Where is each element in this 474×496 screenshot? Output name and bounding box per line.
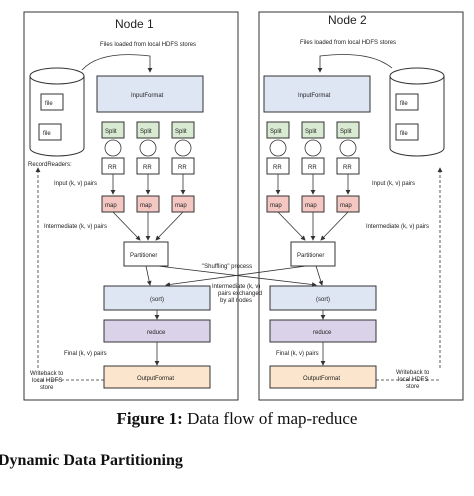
node2-file-box-2 — [395, 123, 419, 141]
node2-split-2 — [301, 121, 325, 139]
node2-files-loaded-label: Files loaded from local HDFS stores — [300, 40, 396, 46]
node1-map-label-3: map — [175, 203, 187, 209]
node1-split-label-3: Split — [175, 129, 187, 135]
node1-outputformat-label: OutputFormat — [137, 376, 174, 382]
node2-rr-label-3: RR — [343, 165, 352, 171]
node1-split-3 — [171, 121, 195, 139]
node2-rr-label-1: RR — [273, 165, 282, 171]
node1-frame — [23, 11, 239, 401]
node1-outputformat-box — [103, 365, 211, 389]
node1-inputformat-label: InputFormat — [131, 93, 164, 99]
node1-inputformat-box — [96, 75, 204, 113]
node2-loop-3 — [339, 139, 357, 157]
node2-file-label-1: file — [400, 101, 408, 107]
node1-sort-box — [103, 285, 211, 311]
section-heading: Dynamic Data Partitioning — [0, 452, 183, 469]
node1-file-label-2: file — [43, 131, 51, 137]
node1-file-box-2 — [38, 123, 62, 141]
node2-loop-1 — [269, 139, 287, 157]
node2-input-pairs-label: Input (k, v) pairs — [372, 181, 415, 187]
figure-caption-text: Data flow of map-reduce — [182, 409, 358, 428]
node1-file-label-1: file — [45, 101, 53, 107]
node2-hdfs-store — [389, 67, 445, 157]
node2-frame — [258, 11, 464, 401]
node1-title: Node 1 — [115, 17, 154, 31]
node2-reduce-label: reduce — [313, 330, 332, 336]
node2-split-3 — [336, 121, 360, 139]
node2-file-box-1 — [395, 93, 419, 111]
node1-writeback-line3: store — [40, 385, 54, 391]
figure-caption-prefix: Figure 1: — [116, 409, 183, 428]
node1-split-1 — [101, 121, 125, 139]
node1-rr-label-2: RR — [143, 165, 152, 171]
node1-hdfs-store — [29, 67, 85, 157]
node1-writeback-arrow — [38, 168, 104, 381]
node1-map-label-2: map — [140, 203, 152, 209]
node1-sort-label: (sort) — [150, 297, 164, 303]
exchanged-line2: pairs exchanged — [218, 291, 262, 297]
node1-loop-2 — [139, 139, 157, 157]
node2-split-label-2: Split — [305, 129, 317, 135]
shuffle-arrow-1to1 — [145, 265, 152, 286]
node2-partitioner-box — [290, 241, 336, 267]
node2-inputformat-label: InputFormat — [298, 93, 331, 99]
node2-split-1 — [266, 121, 290, 139]
node2-rr-label-2: RR — [308, 165, 317, 171]
node1-split-label-2: Split — [140, 129, 152, 135]
shuffle-arrow-2to1 — [165, 265, 307, 287]
node1-loop-3 — [174, 139, 192, 157]
node1-intermediate-label: Intermediate (k, v) pairs — [44, 224, 107, 230]
node2-loop-2 — [304, 139, 322, 157]
node2-map-label-2: map — [305, 203, 317, 209]
node1-rr-label-1: RR — [108, 165, 117, 171]
exchanged-line1: Intermediate (k, v) — [212, 284, 260, 290]
node2-map-label-3: map — [340, 203, 352, 209]
node1-files-arrow — [81, 54, 153, 73]
node1-writeback-line2: local HDFS — [32, 378, 62, 384]
node2-map-label-1: map — [270, 203, 282, 209]
mapreduce-diagram: Node 1 Node 2 Files loaded from local HD… — [23, 11, 464, 401]
node2-outputformat-box — [269, 365, 377, 389]
shuffling-label: "Shuffling" process — [202, 264, 252, 270]
node2-final-pairs-label: Final (k, v) pairs — [276, 351, 319, 357]
node1-map-to-partitioner-1 — [112, 211, 141, 241]
node2-file-label-2: file — [400, 131, 408, 137]
node2-map-to-partitioner-3 — [320, 211, 349, 241]
node1-map-label-1: map — [105, 203, 117, 209]
node2-writeback-arrow — [376, 168, 440, 381]
node1-loop-1 — [104, 139, 122, 157]
node2-outputformat-label: OutputFormat — [303, 376, 340, 382]
node2-sort-box — [269, 285, 377, 311]
watermark — [367, 424, 474, 496]
node2-title: Node 2 — [328, 13, 367, 27]
node2-writeback-line3: store — [406, 384, 420, 390]
node2-split-label-3: Split — [340, 129, 352, 135]
node1-writeback-line1: Writeback to — [30, 371, 64, 377]
node1-map-to-partitioner-3 — [155, 211, 184, 241]
node2-inputformat-box — [263, 75, 371, 113]
node1-input-pairs-label: Input (k, v) pairs — [54, 181, 97, 187]
node1-split-2 — [136, 121, 160, 139]
node1-partitioner-label: Partitioner — [130, 253, 157, 259]
node1-reduce-label: reduce — [147, 330, 166, 336]
node2-sort-label: (sort) — [316, 297, 330, 303]
node2-split-label-1: Split — [270, 129, 282, 135]
node1-recordreaders-label: RecordReaders: — [28, 162, 72, 168]
node1-rr-label-3: RR — [178, 165, 187, 171]
node2-files-arrow — [317, 54, 393, 73]
exchanged-line3: by all nodes — [220, 298, 252, 304]
node1-split-label-1: Split — [105, 129, 117, 135]
node1-partitioner-box — [123, 241, 169, 267]
shuffle-arrow-2to2 — [315, 265, 324, 286]
node1-final-pairs-label: Final (k, v) pairs — [64, 351, 107, 357]
figure-caption: Figure 1: Data flow of map-reduce — [0, 409, 474, 429]
node2-intermediate-label: Intermediate (k, v) pairs — [366, 224, 429, 230]
node2-map-to-partitioner-1 — [277, 211, 306, 241]
node1-files-loaded-label: Files loaded from local HDFS stores — [100, 42, 196, 48]
node2-writeback-line1: Writeback to — [396, 370, 430, 376]
node1-file-box-1 — [40, 93, 64, 111]
node2-partitioner-label: Partitioner — [297, 253, 324, 259]
